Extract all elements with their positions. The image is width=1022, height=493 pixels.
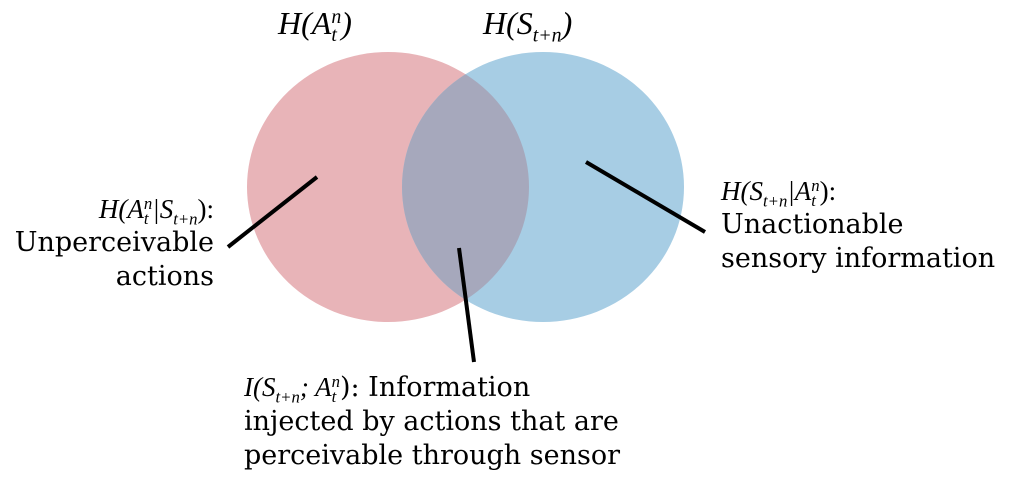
left-expr-sep: | bbox=[152, 194, 160, 224]
middle-expr-sub1: t+n bbox=[275, 387, 300, 407]
overlap-region bbox=[402, 52, 529, 322]
right-label-line-2: sensory information bbox=[721, 243, 996, 274]
right-expr-sup2: n bbox=[811, 175, 820, 195]
leader-line-middle bbox=[457, 247, 476, 363]
set-a-title-fn: H bbox=[278, 5, 302, 41]
right-expr-suffix: ): bbox=[819, 176, 837, 206]
middle-expr-suffix: ): Information bbox=[339, 372, 531, 403]
middle-expr-sep: ; bbox=[299, 372, 309, 402]
left-expr-suffix: ): bbox=[197, 194, 215, 224]
left-expr-fn: H bbox=[98, 194, 119, 224]
leader-line-left bbox=[226, 175, 319, 249]
middle-expr-var1: S bbox=[262, 372, 276, 402]
middle-expr-fn: I bbox=[244, 372, 253, 402]
left-label-line-2: actions bbox=[115, 261, 214, 292]
left-expr-var2: S bbox=[159, 194, 174, 224]
set-a-title-var: A bbox=[311, 5, 332, 41]
set-a-title-sup: n bbox=[331, 6, 342, 29]
middle-expr-sub2: t bbox=[331, 386, 337, 406]
left-expr-var1: A bbox=[127, 194, 144, 224]
left-expr-sub1: t bbox=[143, 208, 149, 228]
left-expr-sub2: t+n bbox=[173, 209, 198, 229]
right-label-line-1: Unactionable bbox=[721, 209, 904, 240]
right-expr-sep: | bbox=[787, 176, 795, 206]
right-expr-var1: S bbox=[749, 176, 764, 206]
set-b-title: H(St+n) bbox=[483, 5, 573, 47]
middle-label-line-2: perceivable through sensor bbox=[244, 440, 621, 471]
set-b-title-sub: t+n bbox=[532, 24, 562, 47]
right-expr-var2: A bbox=[794, 176, 812, 206]
right-expr-sub1: t+n bbox=[763, 191, 788, 211]
left-expr-sup1: n bbox=[143, 193, 153, 213]
middle-label-line-1: injected by actions that are bbox=[244, 406, 619, 437]
middle-expr-var2: A bbox=[315, 372, 332, 402]
set-b-title-fn: H bbox=[483, 5, 507, 41]
set-b-title-var: S bbox=[516, 5, 533, 41]
middle-expr-sup2: n bbox=[331, 371, 340, 391]
leader-line-right bbox=[584, 160, 707, 234]
set-a-title-sub: t bbox=[331, 23, 337, 46]
right-expr-sub2: t bbox=[811, 190, 816, 210]
left-label-line-1: Unperceivable bbox=[14, 227, 214, 258]
right-expr-fn: H bbox=[721, 176, 741, 206]
